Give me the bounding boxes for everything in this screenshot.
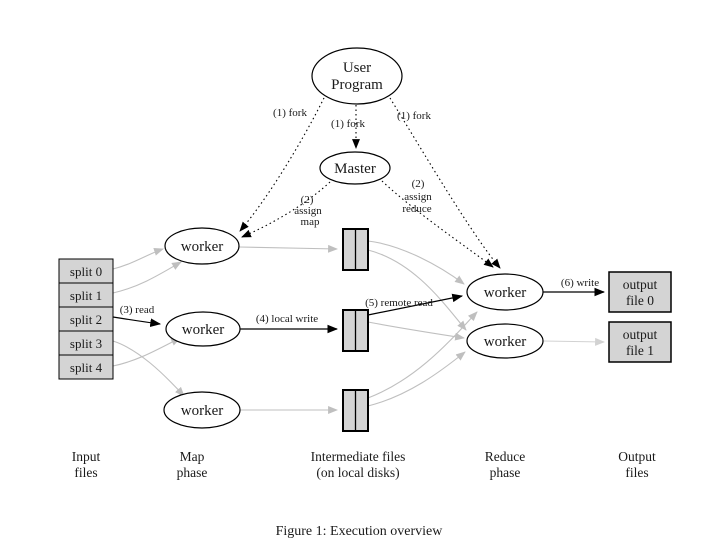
output-file-0-box xyxy=(608,271,672,313)
edge-split4-to-worker2 xyxy=(112,337,181,367)
user-program-line1: User xyxy=(343,60,371,76)
output-file-0-line1: output xyxy=(623,277,658,292)
map-phase-label-line2: phase xyxy=(177,465,208,480)
edge-reduce2-to-output1 xyxy=(542,337,605,346)
output-file-1-box xyxy=(608,321,672,363)
edge-split3-to-worker3 xyxy=(112,340,185,397)
split-box-3 xyxy=(58,330,114,356)
output-file-1-line1: output xyxy=(623,327,658,342)
output-file-0-line2: file 0 xyxy=(626,293,654,308)
fork-right-label: (1) fork xyxy=(397,110,431,122)
nodes: User Program Master worker worker worker… xyxy=(163,47,544,429)
map-worker-3-label: worker xyxy=(181,403,223,419)
split-label-1: split 1 xyxy=(70,288,102,303)
assign-map-line1: (2) xyxy=(301,194,314,206)
black-edges xyxy=(112,287,606,334)
output-files: output file 0 output file 1 xyxy=(608,271,672,363)
fork-mid-label: (1) fork xyxy=(331,118,365,130)
write-label: (6) write xyxy=(561,277,599,289)
edge-fork-to-worker1 xyxy=(239,97,325,232)
gray-edges xyxy=(112,240,605,414)
remote-read-label: (5) remote read xyxy=(365,297,433,309)
edge-worker1-to-intfile1 xyxy=(238,244,338,253)
split-box-1 xyxy=(58,282,114,308)
edge-fork-to-reduce1 xyxy=(389,97,501,269)
map-phase-label-line1: Map xyxy=(180,449,205,464)
reduce-worker-1-node xyxy=(466,273,544,311)
edge-split1-to-worker1 xyxy=(112,261,182,294)
input-files-label-line2: files xyxy=(74,465,97,480)
assign-map-line3: map xyxy=(301,216,320,228)
master-node xyxy=(319,151,391,185)
input-splits: split 0 split 1 split 2 split 3 split 4 xyxy=(58,258,114,380)
edge-remote-read xyxy=(367,293,464,316)
reduce-worker-2-label: worker xyxy=(484,334,526,350)
assign-reduce-line2: assign xyxy=(404,191,432,203)
intermediate-files-label-line1: Intermediate files xyxy=(311,449,406,464)
read-label: (3) read xyxy=(120,304,155,316)
figure-caption: Figure 1: Execution overview xyxy=(276,524,444,539)
edge-intfile1-to-reduce1 xyxy=(367,240,465,285)
split-box-4 xyxy=(58,354,114,380)
reduce-phase-label-line2: phase xyxy=(490,465,521,480)
master-label: Master xyxy=(334,161,376,177)
edge-read xyxy=(112,316,162,327)
dotted-edges xyxy=(239,97,501,269)
map-worker-1-label: worker xyxy=(181,239,223,255)
output-files-label-line2: files xyxy=(625,465,648,480)
edge-intfile3-to-reduce2 xyxy=(367,351,466,407)
phase-labels: Input files Map phase Intermediate files… xyxy=(72,449,656,480)
user-program-line2: Program xyxy=(331,77,383,93)
map-worker-3-node xyxy=(163,391,241,429)
split-label-3: split 3 xyxy=(70,336,102,351)
edge-labels: (1) fork (1) fork (1) fork (2) assign ma… xyxy=(120,107,599,325)
assign-map-line2: assign xyxy=(294,205,322,217)
split-box-0 xyxy=(58,258,114,284)
split-label-4: split 4 xyxy=(70,360,103,375)
edge-intfile2-to-reduce2 xyxy=(367,321,465,341)
edge-intfile1-to-reduce2 xyxy=(367,249,467,331)
reduce-worker-1-label: worker xyxy=(484,285,526,301)
intermediate-files-label-line2: (on local disks) xyxy=(316,465,399,480)
input-files-label-line1: Input xyxy=(72,449,101,464)
assign-reduce-line3: reduce xyxy=(402,203,431,215)
reduce-worker-2-node xyxy=(466,323,544,359)
assign-reduce-line1: (2) xyxy=(412,178,425,190)
fork-left-label: (1) fork xyxy=(273,107,307,119)
local-write-label: (4) local write xyxy=(256,313,318,325)
edge-split0-to-worker1 xyxy=(112,248,164,270)
intermediate-files xyxy=(342,228,369,432)
map-worker-2-node xyxy=(165,311,241,347)
user-program-node xyxy=(311,47,403,105)
reduce-phase-label-line1: Reduce xyxy=(485,449,525,464)
output-file-1-line2: file 1 xyxy=(626,343,654,358)
output-files-label-line1: Output xyxy=(618,449,656,464)
map-worker-2-label: worker xyxy=(182,322,224,338)
split-label-0: split 0 xyxy=(70,264,102,279)
edge-assign-reduce xyxy=(381,180,494,268)
split-label-2: split 2 xyxy=(70,312,102,327)
edge-intfile3-to-reduce1 xyxy=(367,311,478,399)
map-worker-1-node xyxy=(164,227,240,265)
